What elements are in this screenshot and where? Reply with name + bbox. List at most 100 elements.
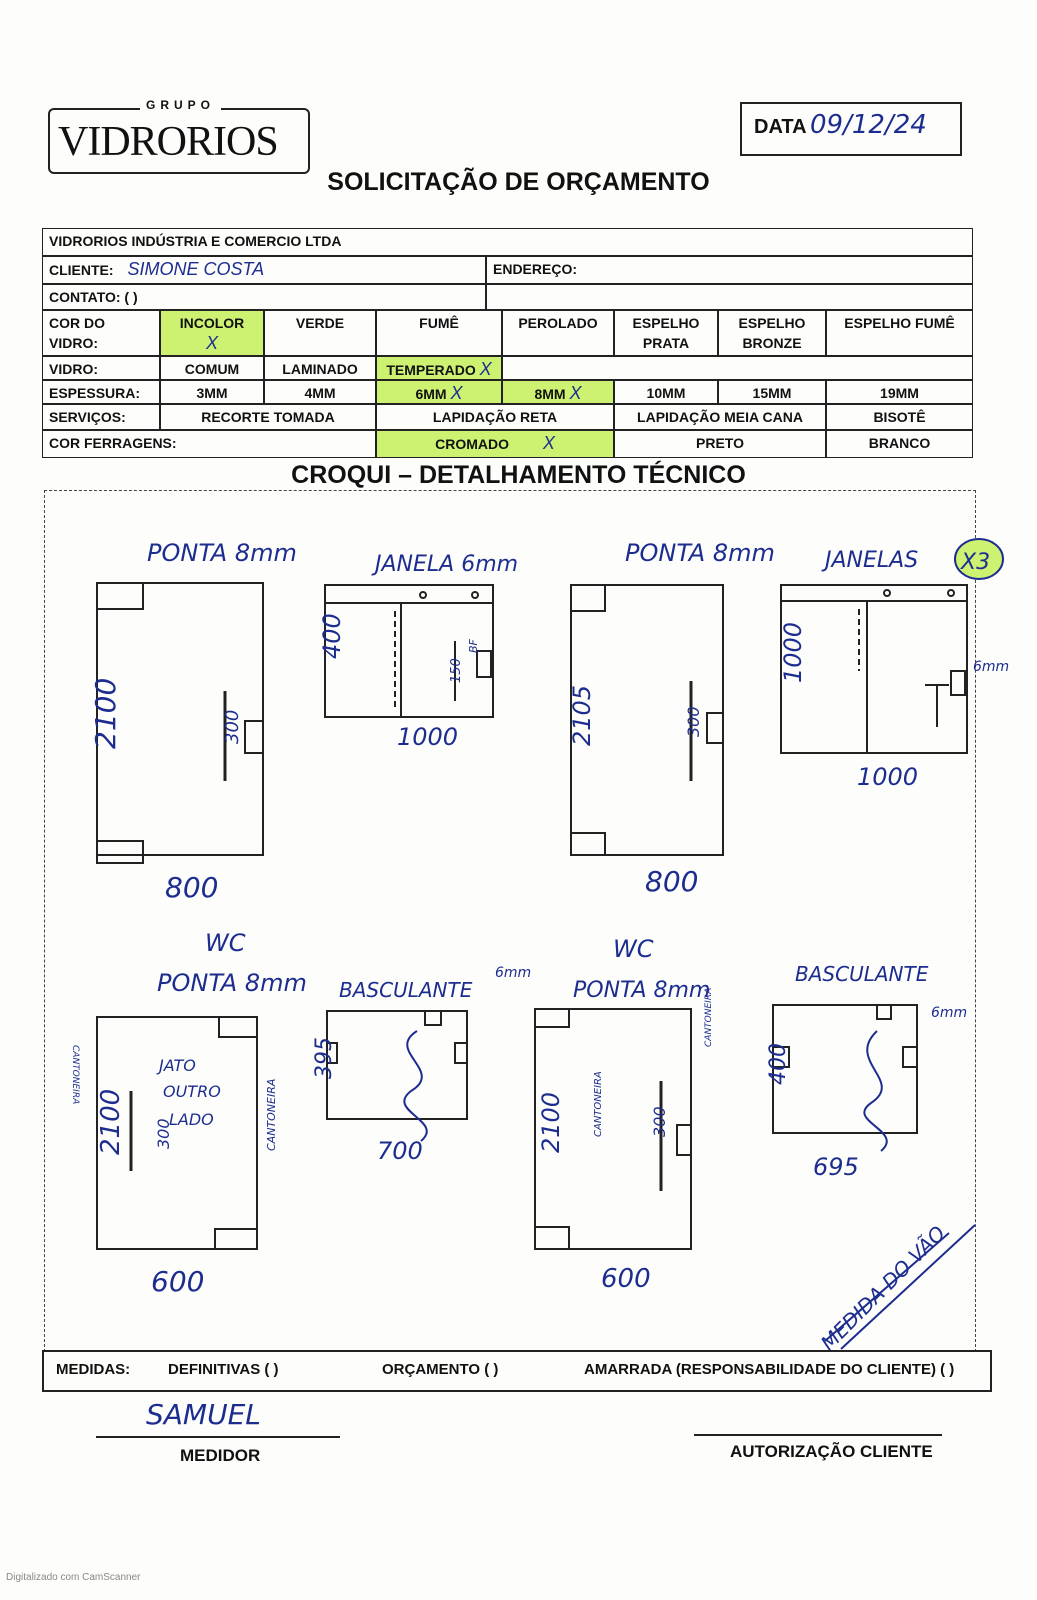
- selected-mark: X: [569, 383, 582, 403]
- medidas-amarrada-option[interactable]: AMARRADA (RESPONSABILIDADE DO CLIENTE) (…: [584, 1361, 955, 1378]
- item-handle: 300: [154, 1118, 173, 1149]
- item-side2: CANTONEIRA: [704, 988, 714, 1047]
- vidro-label: VIDRO:: [42, 356, 160, 380]
- item-label: JANELA 6mm: [371, 552, 518, 577]
- sketch-note: MEDIDA DO VÃO: [816, 1221, 976, 1355]
- item-handle: 300: [222, 710, 243, 744]
- item-width: 800: [645, 865, 698, 898]
- logo-group-text: GRUPO: [140, 98, 222, 112]
- item-inner2: BF: [467, 638, 480, 653]
- item-qty: X3: [960, 550, 990, 575]
- ferragens-option-preto[interactable]: PRETO: [614, 430, 826, 458]
- espessura-option-10mm[interactable]: 10MM: [614, 380, 718, 404]
- company-name: VIDRORIOS INDÚSTRIA E COMERCIO LTDA: [42, 228, 973, 256]
- ferragens-option-branco[interactable]: BRANCO: [826, 430, 973, 458]
- item-label: PONTA 8mm: [147, 539, 297, 567]
- espessura-option-3mm[interactable]: 3MM: [160, 380, 264, 404]
- espessura-option-label: 8MM: [534, 386, 566, 402]
- selected-mark: X: [450, 383, 463, 403]
- item-side1: CANTONEIRA: [593, 1071, 604, 1137]
- medidas-definitivas-option[interactable]: DEFINITIVAS ( ): [168, 1361, 279, 1378]
- cor-option-incolor[interactable]: INCOLOR X: [160, 310, 264, 356]
- item-label: JANELAS: [821, 548, 918, 573]
- item-height: 2100: [96, 1089, 126, 1155]
- servicos-label: SERVIÇOS:: [42, 404, 160, 430]
- selected-mark: X: [479, 359, 492, 379]
- sketch-item-wc-ponta-2: WC PONTA 8mm CANTONEIRA CANTONEIRA 2100 …: [534, 935, 714, 1294]
- cor-label: COR DO VIDRO:: [42, 310, 160, 356]
- item-label: BASCULANTE: [795, 962, 929, 986]
- item-handle: 300: [650, 1106, 669, 1137]
- client-value: SIMONE COSTA: [127, 259, 265, 279]
- note-text: MEDIDA DO VÃO: [816, 1221, 950, 1355]
- item-width: 1000: [857, 763, 918, 791]
- item-height: 400: [766, 1043, 791, 1085]
- item-side1: CANTONEIRA: [70, 1045, 80, 1104]
- item-width: 600: [151, 1265, 204, 1298]
- date-label: DATA: [754, 116, 807, 138]
- espessura-label: ESPESSURA:: [42, 380, 160, 404]
- medidas-label: MEDIDAS:: [56, 1361, 131, 1378]
- servico-option-bisote[interactable]: BISOTÊ: [826, 404, 973, 430]
- selected-mark: X: [542, 433, 555, 453]
- espessura-option-15mm[interactable]: 15MM: [718, 380, 826, 404]
- contact-field: CONTATO: ( ): [42, 284, 486, 310]
- espessura-option-6mm[interactable]: 6MM X: [376, 380, 502, 404]
- medidas-strip: MEDIDAS: DEFINITIVAS ( ) ORÇAMENTO ( ) A…: [42, 1350, 992, 1392]
- cor-option-verde[interactable]: VERDE: [264, 310, 376, 356]
- ferragens-option-cromado[interactable]: CROMADO X: [376, 430, 614, 458]
- sketch-item-ponta-2: PONTA 8mm 2105 300 800: [568, 539, 775, 898]
- item-width: 700: [377, 1137, 423, 1165]
- item-thick: 6mm: [931, 1005, 967, 1021]
- sketch-item-ponta-1: PONTA 8mm 2100 300 800: [89, 539, 297, 904]
- vidro-option-laminado[interactable]: LAMINADO: [264, 356, 376, 380]
- espessura-option-4mm[interactable]: 4MM: [264, 380, 376, 404]
- autorizacao-label: AUTORIZAÇÃO CLIENTE: [730, 1442, 933, 1461]
- sketch-item-basculante-1: BASCULANTE 6mm 395 700: [312, 965, 531, 1165]
- autorizacao-signature-line: [694, 1434, 942, 1436]
- servico-option-lapidacao-reta[interactable]: LAPIDAÇÃO RETA: [376, 404, 614, 430]
- item-thick: 6mm: [495, 965, 531, 981]
- item-height: 2100: [537, 1092, 565, 1153]
- item-height: 395: [312, 1037, 337, 1079]
- logo-name-text: VIDRORIOS: [58, 119, 279, 165]
- vidro-option-label: TEMPERADO: [386, 362, 476, 378]
- ferragens-label: COR FERRAGENS:: [42, 430, 376, 458]
- cor-option-label: INCOLOR: [179, 315, 245, 331]
- cor-option-espelho-fume[interactable]: ESPELHO FUMÊ: [826, 310, 973, 356]
- item-width: 800: [165, 871, 218, 904]
- espessura-option-label: 6MM: [415, 386, 447, 402]
- servico-option-recorte-tomada[interactable]: RECORTE TOMADA: [160, 404, 376, 430]
- company-logo: GRUPO VIDRORIOS: [48, 98, 310, 174]
- date-box: DATA 09/12/24: [740, 102, 962, 156]
- item-label: BASCULANTE: [339, 978, 473, 1002]
- item-width: 695: [813, 1153, 859, 1181]
- vidro-option-comum[interactable]: COMUM: [160, 356, 264, 380]
- item-label-top: WC: [613, 935, 654, 963]
- selected-mark: X: [205, 333, 218, 353]
- date-value: 09/12/24: [810, 110, 927, 140]
- espessura-option-19mm[interactable]: 19MM: [826, 380, 973, 404]
- cor-option-espelho-bronze[interactable]: ESPELHO BRONZE: [718, 310, 826, 356]
- vidro-option-temperado[interactable]: TEMPERADO X: [376, 356, 502, 380]
- espessura-option-8mm[interactable]: 8MM X: [502, 380, 614, 404]
- vidro-empty-cell: [502, 356, 973, 380]
- scanner-watermark: Digitalizado com CamScanner: [6, 1572, 141, 1583]
- sketch-area: PONTA 8mm 2100 300 800 JANELA 6mm 400 15…: [44, 490, 1009, 1355]
- medidas-orcamento-option[interactable]: ORÇAMENTO ( ): [382, 1361, 499, 1378]
- item-height: 1000: [779, 622, 807, 683]
- cor-option-perolado[interactable]: PEROLADO: [502, 310, 614, 356]
- cor-option-espelho-prata[interactable]: ESPELHO PRATA: [614, 310, 718, 356]
- sketch-item-janela-1: JANELA 6mm 400 150 BF 1000: [318, 552, 518, 751]
- order-form: VIDRORIOS INDÚSTRIA E COMERCIO LTDA CLIE…: [42, 228, 973, 458]
- servico-option-lapidacao-meia-cana[interactable]: LAPIDAÇÃO MEIA CANA: [614, 404, 826, 430]
- sketch-item-basculante-2: BASCULANTE 6mm 400 695: [766, 962, 967, 1181]
- item-note3: LADO: [169, 1110, 214, 1129]
- item-label-top: WC: [205, 929, 246, 957]
- item-note1: JATO: [156, 1056, 196, 1075]
- cor-option-fume[interactable]: FUMÊ: [376, 310, 502, 356]
- item-height: 2105: [568, 685, 596, 746]
- item-label: PONTA 8mm: [625, 539, 775, 567]
- client-field: CLIENTE: SIMONE COSTA: [42, 256, 486, 284]
- item-side2: CANTONEIRA: [265, 1079, 278, 1151]
